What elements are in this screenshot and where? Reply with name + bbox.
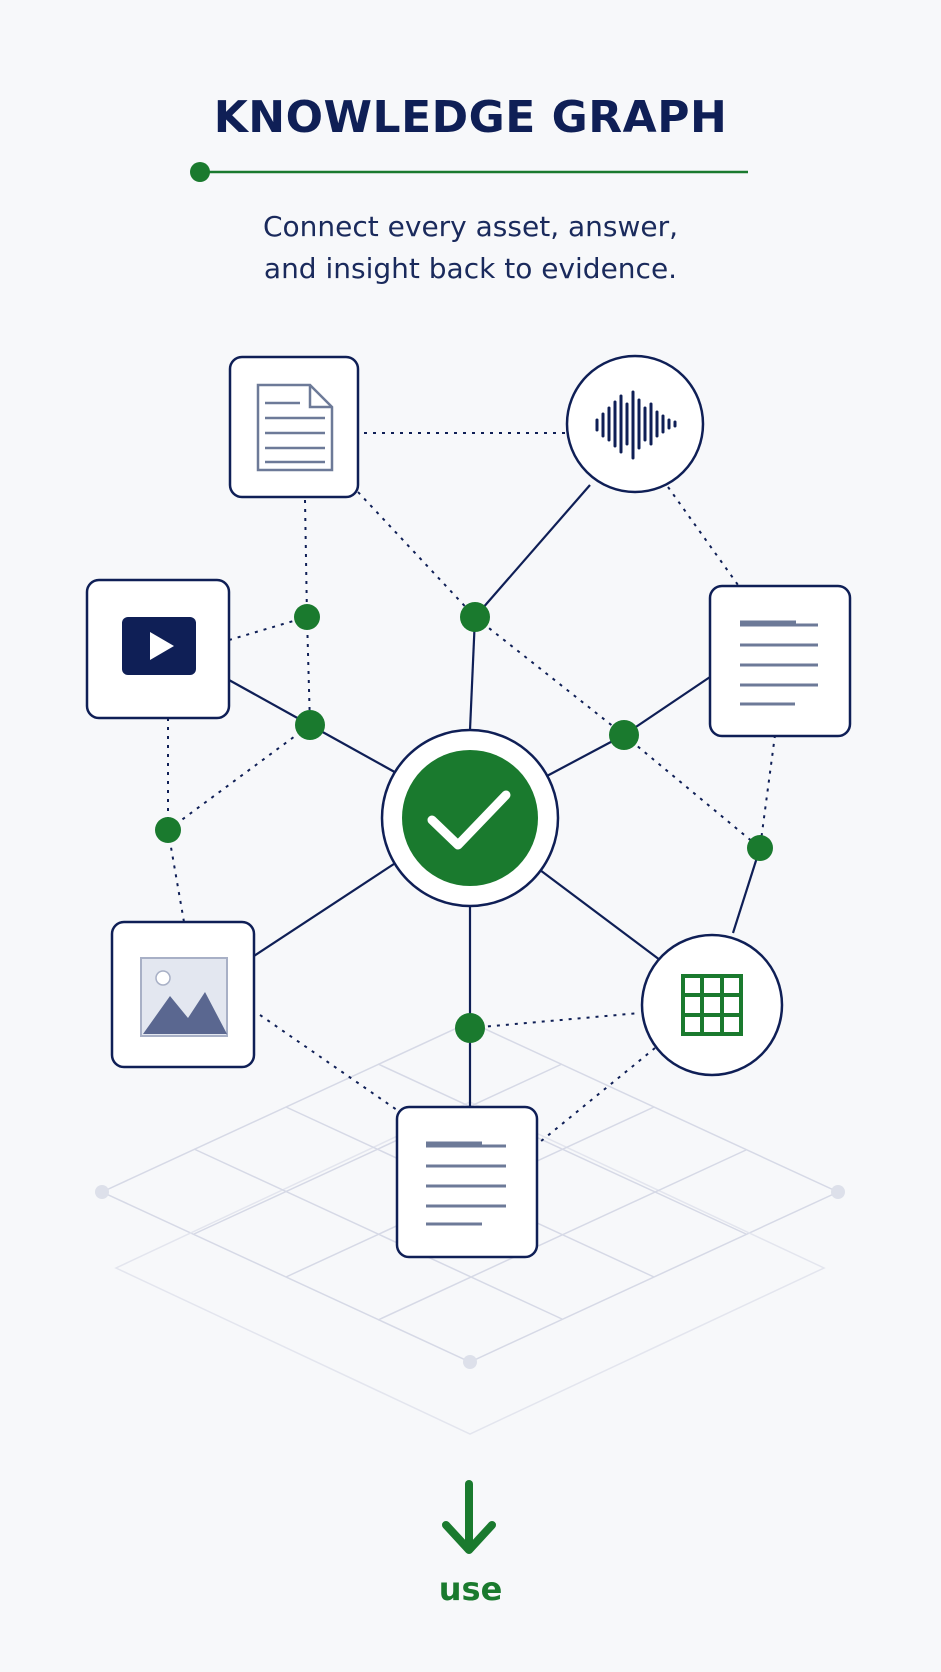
image-icon (140, 957, 228, 1037)
dotted-edges (167, 432, 776, 1143)
document-node[interactable] (228, 355, 360, 499)
audio-waveform-icon (595, 390, 677, 460)
verified-center-node[interactable] (380, 728, 560, 908)
subtitle-line-2: and insight back to evidence. (263, 252, 678, 285)
text-node[interactable] (708, 584, 852, 738)
solid-edges (228, 484, 762, 1107)
page-title: KNOWLEDGE GRAPH (213, 92, 728, 143)
checkmark-icon (427, 790, 511, 850)
text-lines-icon (426, 1141, 506, 1226)
report-node[interactable] (395, 1105, 539, 1259)
down-arrow-icon (442, 1480, 496, 1554)
use-label: use (438, 1570, 503, 1608)
play-icon (122, 617, 196, 675)
image-node[interactable] (110, 920, 256, 1069)
page-subtitle: Connect every asset, answer, and insight… (0, 206, 941, 290)
title-underline (190, 162, 748, 182)
document-icon (256, 383, 334, 472)
video-node[interactable] (85, 578, 231, 720)
table-grid-icon (681, 974, 743, 1036)
text-lines-icon (740, 620, 818, 706)
subtitle-line-1: Connect every asset, answer, (262, 210, 679, 243)
table-node[interactable] (640, 933, 784, 1077)
junction-nodes (155, 602, 773, 1043)
audio-node[interactable] (565, 354, 705, 494)
